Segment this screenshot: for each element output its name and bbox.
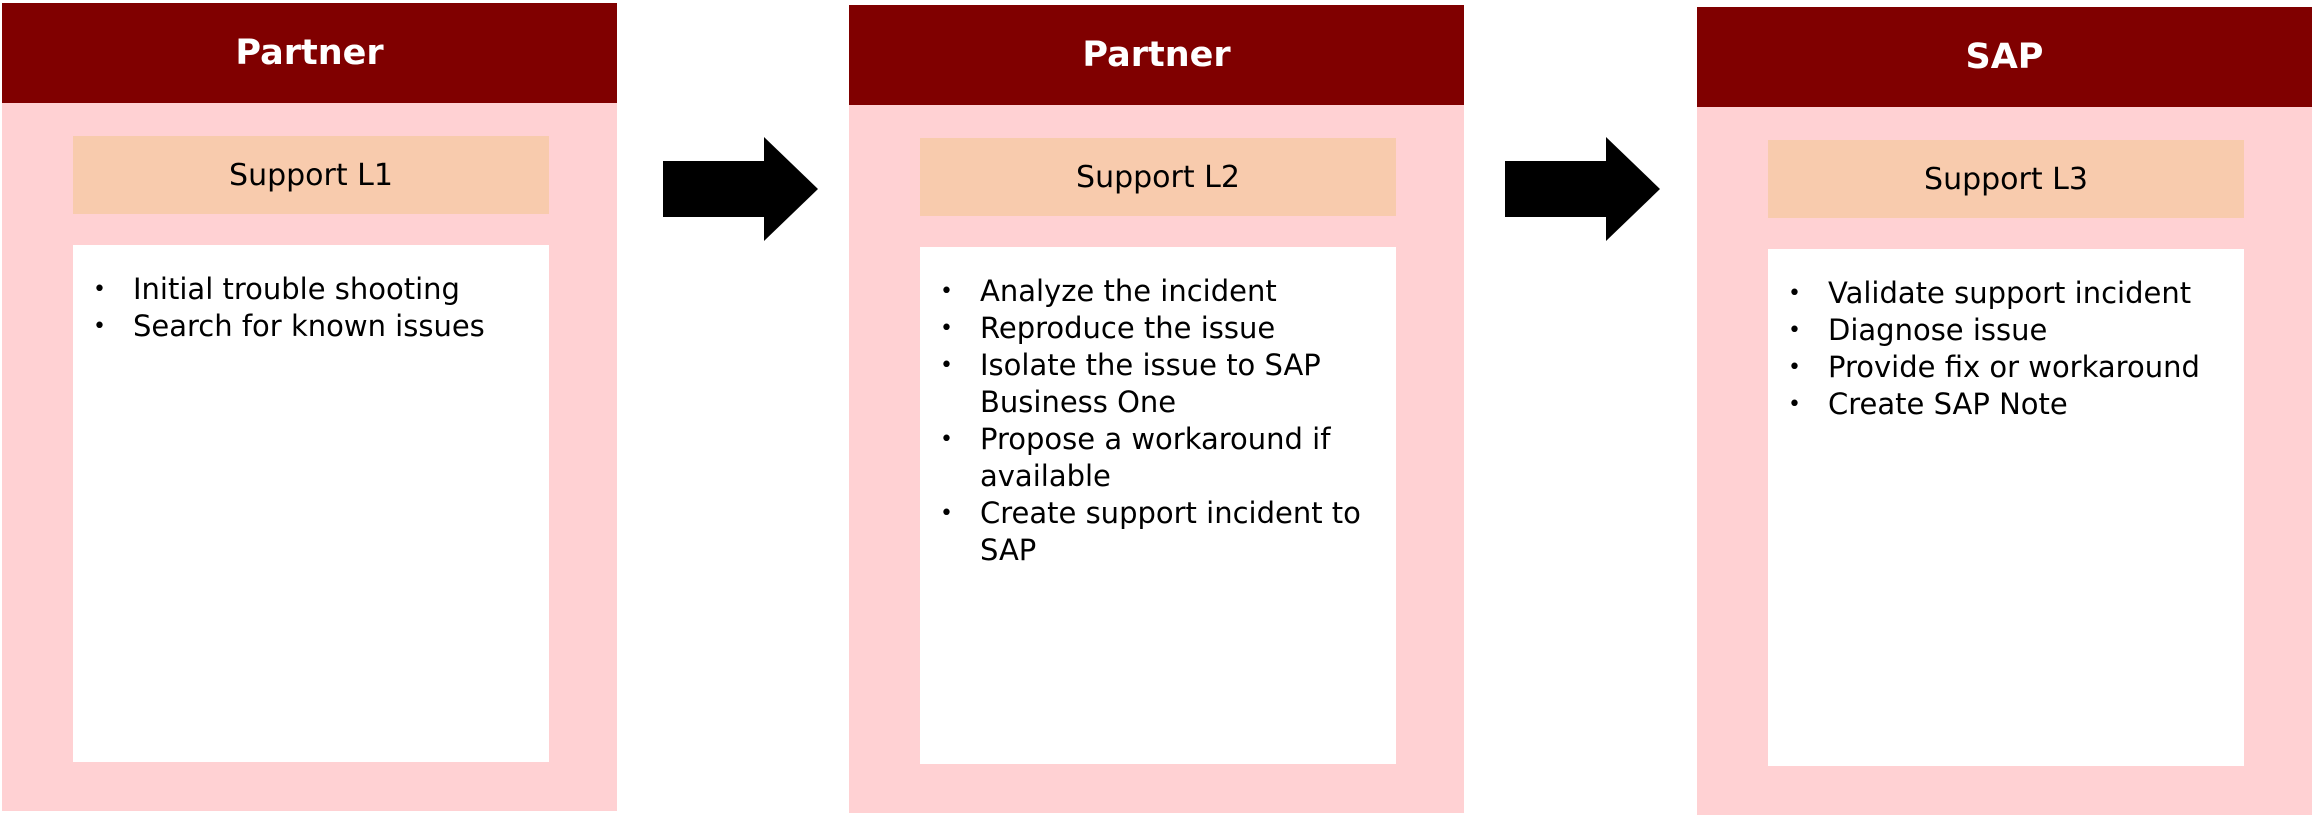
list-item: • Provide fix or workaround <box>1788 349 2214 386</box>
bullet-icon: • <box>940 353 953 378</box>
list-item: • Propose a workaround if available <box>940 421 1366 495</box>
task-text: Initial trouble shooting <box>133 272 460 306</box>
task-list-box: • Initial trouble shooting • Search for kn… <box>73 245 549 762</box>
support-column-l2: Partner Support L2 • Analyze the incident… <box>849 5 1464 813</box>
task-text: Validate support incident <box>1828 276 2192 310</box>
list-item: • Diagnose issue <box>1788 312 2214 349</box>
task-list-box: • Validate support incident • Diagnose iss… <box>1768 249 2244 766</box>
list-item: • Analyze the incident <box>940 273 1366 310</box>
bullet-icon: • <box>1788 355 1801 380</box>
list-item: • Isolate the issue to SAP Business One <box>940 347 1366 421</box>
task-text: Propose a workaround if available <box>980 422 1331 493</box>
task-list-box: • Analyze the incident • Reproduce the iss… <box>920 247 1396 764</box>
support-column-l1: Partner Support L1 • Initial trouble shoo… <box>2 3 617 811</box>
list-item: • Validate support incident <box>1788 275 2214 312</box>
bullet-icon: • <box>940 316 953 341</box>
bullet-icon: • <box>940 279 953 304</box>
list-item: • Search for known issues <box>93 308 519 345</box>
task-list: • Validate support incident • Diagnose iss… <box>1788 275 2214 423</box>
support-level-label: Support L1 <box>73 136 549 214</box>
task-text: Analyze the incident <box>980 274 1277 308</box>
column-owner-header: SAP <box>1697 7 2312 107</box>
task-text: Isolate the issue to SAP Business One <box>980 348 1321 419</box>
task-text: Reproduce the issue <box>980 311 1276 345</box>
bullet-icon: • <box>93 314 106 339</box>
task-text: Search for known issues <box>133 309 485 343</box>
column-owner-header: Partner <box>849 5 1464 105</box>
support-level-label: Support L3 <box>1768 140 2244 218</box>
column-owner-header: Partner <box>2 3 617 103</box>
bullet-icon: • <box>1788 318 1801 343</box>
right-arrow-icon <box>1505 137 1660 241</box>
task-text: Diagnose issue <box>1828 313 2048 347</box>
bullet-icon: • <box>1788 392 1801 417</box>
support-column-l3: SAP Support L3 • Validate support inciden… <box>1697 7 2312 815</box>
bullet-icon: • <box>940 501 953 526</box>
list-item: • Create SAP Note <box>1788 386 2214 423</box>
list-item: • Create support incident to SAP <box>940 495 1366 569</box>
list-item: • Reproduce the issue <box>940 310 1366 347</box>
bullet-icon: • <box>940 427 953 452</box>
task-list: • Initial trouble shooting • Search for kn… <box>93 271 519 345</box>
task-text: Create support incident to SAP <box>980 496 1361 567</box>
bullet-icon: • <box>93 277 106 302</box>
task-list: • Analyze the incident • Reproduce the iss… <box>940 273 1366 569</box>
support-level-label: Support L2 <box>920 138 1396 216</box>
bullet-icon: • <box>1788 281 1801 306</box>
list-item: • Initial trouble shooting <box>93 271 519 308</box>
task-text: Provide fix or workaround <box>1828 350 2200 384</box>
right-arrow-icon <box>663 137 818 241</box>
task-text: Create SAP Note <box>1828 387 2068 421</box>
